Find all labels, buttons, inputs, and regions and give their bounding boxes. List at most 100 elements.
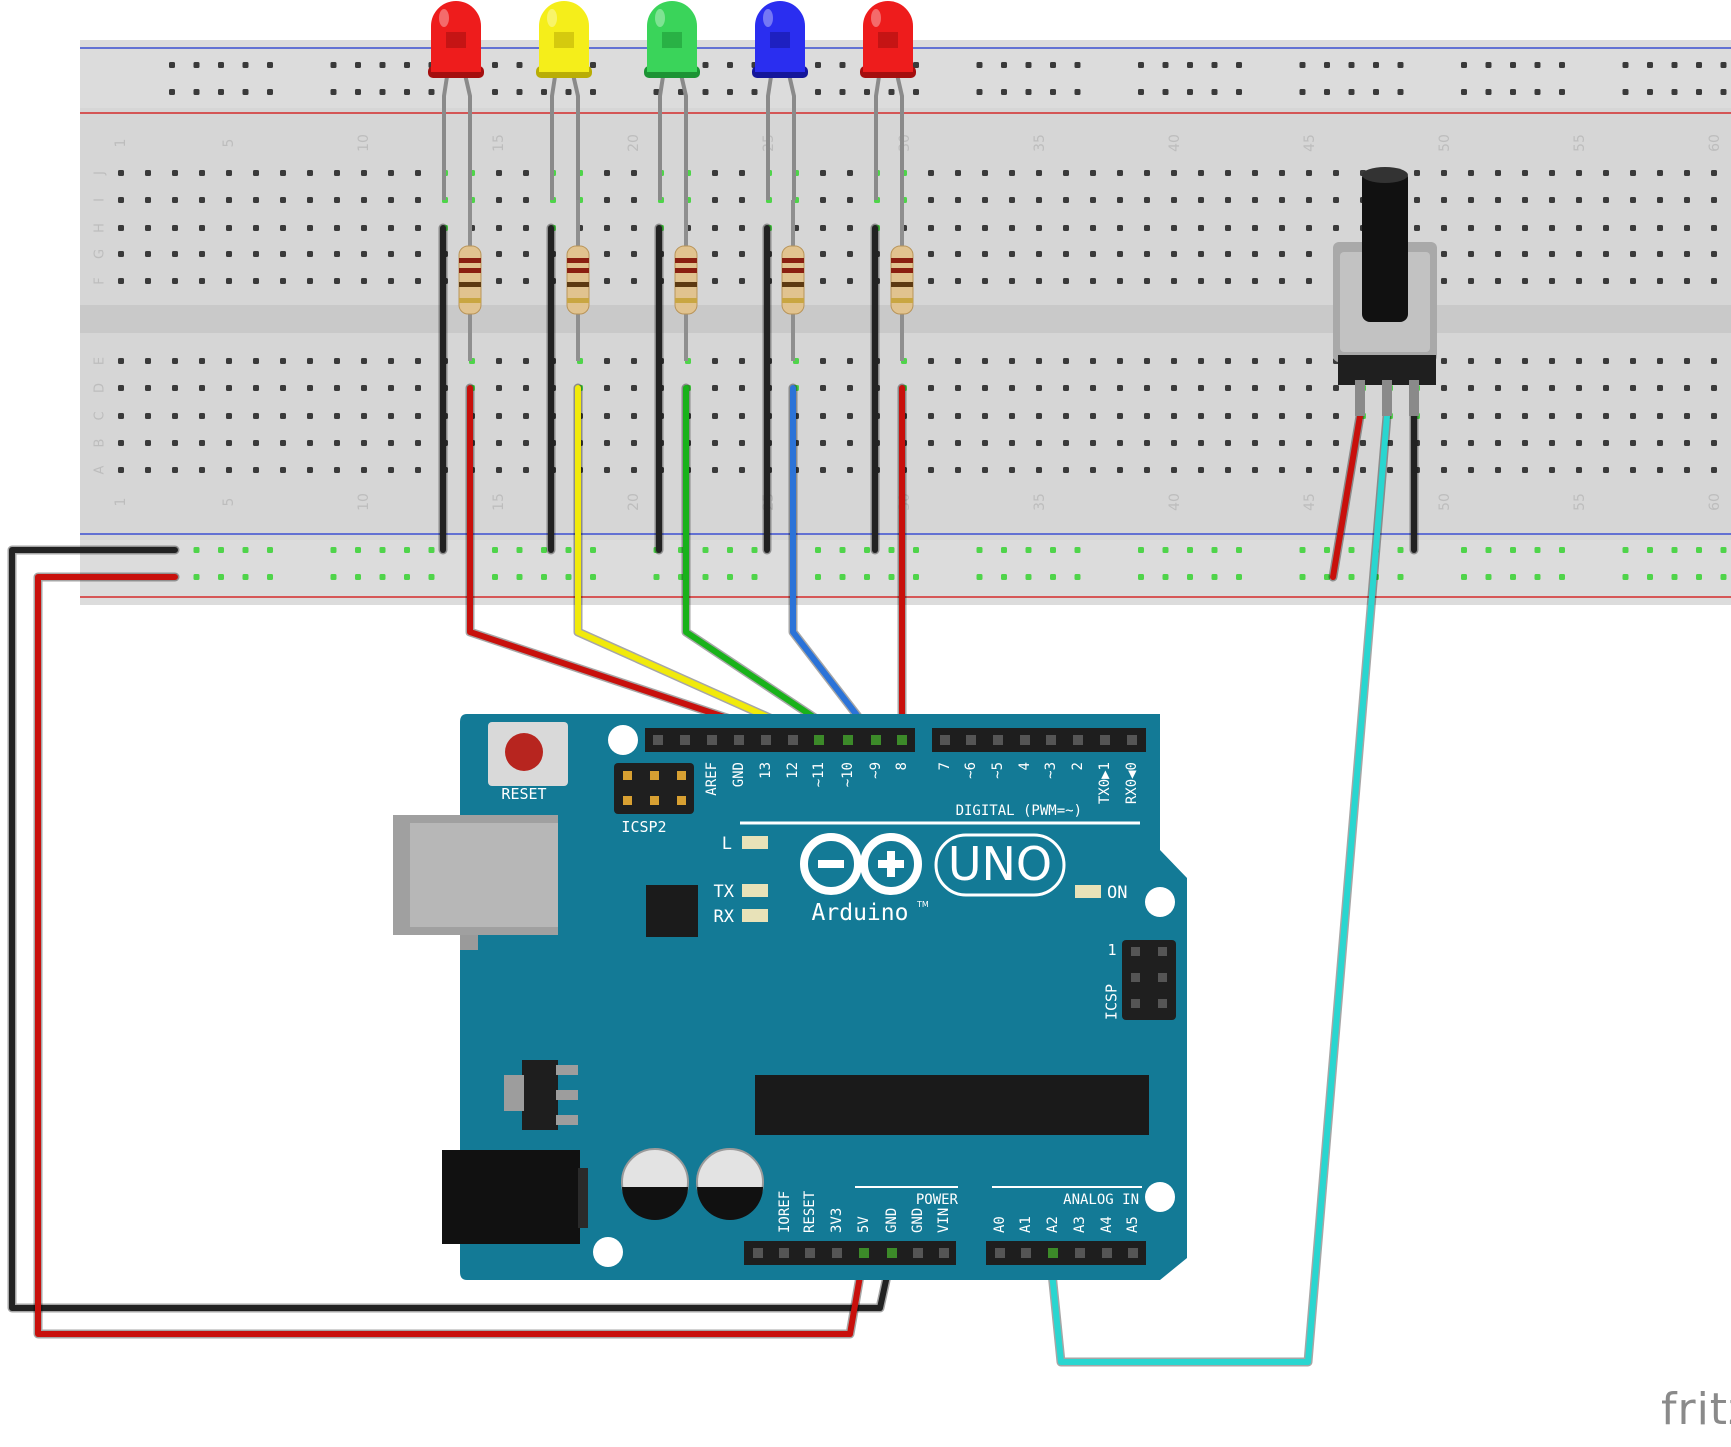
hole <box>1117 278 1123 284</box>
hole <box>1279 467 1285 473</box>
icsp-pin <box>1158 947 1167 956</box>
hole <box>1063 358 1069 364</box>
rail-hole <box>1373 89 1379 95</box>
hole <box>199 197 205 203</box>
hole <box>1306 440 1312 446</box>
led-l <box>742 836 768 849</box>
hole <box>739 251 745 257</box>
hole <box>118 440 124 446</box>
hole <box>1387 467 1393 473</box>
hole <box>415 251 421 257</box>
hole <box>334 467 340 473</box>
led-blue-4 <box>752 1 808 200</box>
hole <box>1549 413 1555 419</box>
power-jack <box>442 1150 580 1244</box>
hole <box>1576 225 1582 231</box>
rail-hole <box>590 62 596 68</box>
hole <box>1063 413 1069 419</box>
hole <box>1117 440 1123 446</box>
regulator-tab <box>504 1075 524 1111</box>
hole <box>928 467 934 473</box>
hole <box>1468 197 1474 203</box>
hole <box>145 225 151 231</box>
rail-hole <box>169 62 175 68</box>
hole <box>1009 251 1015 257</box>
active-rail-hole <box>1696 574 1702 580</box>
hole <box>226 225 232 231</box>
header-pin <box>1128 1248 1138 1258</box>
resistor-body <box>566 245 590 315</box>
mounting-hole <box>593 1237 623 1267</box>
hole <box>1603 467 1609 473</box>
header-pin <box>843 735 853 745</box>
hole <box>604 225 610 231</box>
active-rail-hole <box>1348 574 1355 580</box>
header-pin <box>1020 735 1030 745</box>
active-rail-hole <box>1001 547 1007 553</box>
hole <box>280 170 286 176</box>
header-pin <box>1102 1248 1112 1258</box>
row-letter: B <box>93 439 108 448</box>
hole <box>1171 467 1177 473</box>
hole <box>199 385 205 391</box>
hole <box>820 197 826 203</box>
hole <box>1333 225 1339 231</box>
active-rail-hole <box>1074 547 1081 553</box>
hole <box>1198 385 1204 391</box>
hole <box>1630 358 1636 364</box>
hole <box>1549 225 1555 231</box>
led-lead <box>766 69 774 200</box>
hole <box>1684 440 1690 446</box>
hole <box>1441 385 1447 391</box>
signal-wire-pin12 <box>467 385 796 743</box>
active-rail-hole <box>1397 547 1404 553</box>
active-rail-hole <box>913 574 919 580</box>
hole <box>226 197 232 203</box>
hole <box>928 278 934 284</box>
digital-pin-label: 2 <box>1070 762 1086 770</box>
hole <box>1090 251 1096 257</box>
hole <box>1468 225 1474 231</box>
column-number: 45 <box>1302 493 1318 511</box>
hole <box>523 225 529 231</box>
header-pin <box>779 1248 789 1258</box>
hole <box>496 467 502 473</box>
rail-hole <box>1671 62 1678 68</box>
usb-connector-face <box>410 823 558 927</box>
hole <box>982 467 988 473</box>
rail-hole <box>590 89 596 95</box>
hole <box>1657 358 1663 364</box>
mounting-hole <box>1145 887 1175 917</box>
column-number: 30 <box>897 134 913 152</box>
hole <box>415 385 421 391</box>
hole <box>1657 278 1663 284</box>
resistor-band <box>459 298 481 303</box>
rail-hole <box>193 62 200 68</box>
led-lead <box>894 69 904 200</box>
hole <box>361 358 367 364</box>
header-pin <box>913 1248 923 1258</box>
analog-label: ANALOG IN <box>1063 1192 1139 1208</box>
row-letter: F <box>93 277 108 284</box>
hole <box>712 385 718 391</box>
hole <box>847 358 853 364</box>
hole <box>1333 385 1339 391</box>
hole <box>1495 467 1501 473</box>
hole <box>1090 467 1096 473</box>
hole <box>1441 251 1447 257</box>
hole <box>280 440 286 446</box>
hole <box>631 170 637 176</box>
hole <box>1009 440 1015 446</box>
active-rail-hole <box>330 574 337 580</box>
active-rail-hole <box>751 574 758 580</box>
led-lead <box>678 69 688 200</box>
rail-hole <box>653 89 660 95</box>
hole <box>1198 440 1204 446</box>
column-number: 15 <box>491 493 507 511</box>
hole <box>172 225 178 231</box>
active-rail-hole <box>976 547 983 553</box>
column-number: 40 <box>1167 134 1183 152</box>
hole <box>1009 413 1015 419</box>
